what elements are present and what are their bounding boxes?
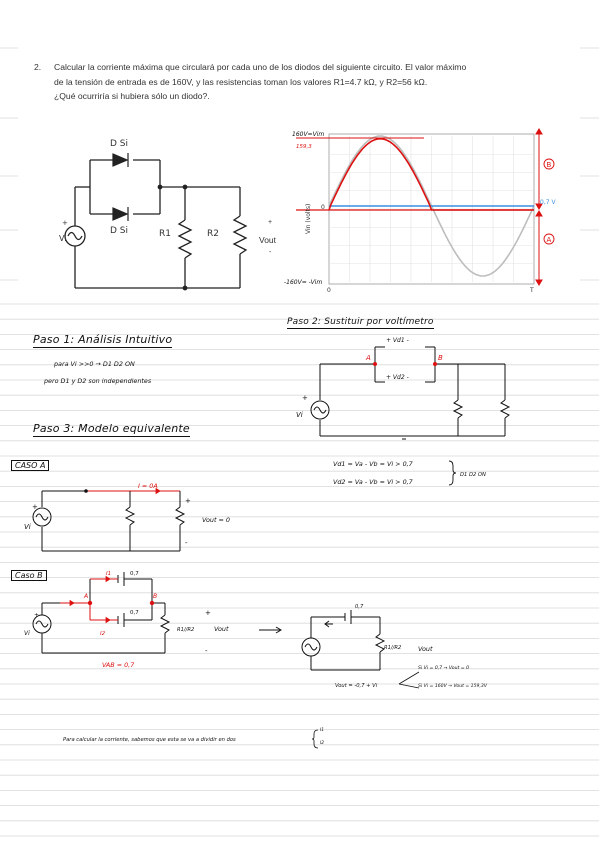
equiv-req: R1//R2 xyxy=(384,645,402,651)
caseB-i2: I2 xyxy=(100,631,106,637)
footer-text: Para calcular la corriente, sabemos que … xyxy=(63,737,236,743)
step2-vd2: + Vd2 - xyxy=(386,374,409,381)
vout-minus: - xyxy=(269,249,272,256)
circuit-diagram: D Si D Si R1 R2 Vi + xyxy=(59,139,248,291)
ylabel: Vin (volts) xyxy=(305,204,312,234)
footer-i1: I1 xyxy=(320,728,325,733)
caseB-plus: + xyxy=(34,612,39,619)
equiv-v07: 0,7 xyxy=(355,604,364,610)
caseB-v07b: 0,7 xyxy=(130,610,139,616)
label-b: B xyxy=(547,161,552,169)
caseA-vout: Vout = 0 xyxy=(202,516,230,524)
vin-plus: + xyxy=(62,219,68,227)
step2-title: Paso 2: Sustituir por voltímetro xyxy=(287,317,434,329)
vin-label: Vi xyxy=(59,234,67,243)
caseA-vout-plus: + xyxy=(185,497,191,505)
caseB-node-b: B xyxy=(153,593,157,600)
xT-label: T xyxy=(529,287,534,294)
caseB-node-a: A xyxy=(83,593,88,600)
caseB-vout-minus: - xyxy=(205,647,208,655)
x0-label: 0 xyxy=(327,287,331,294)
right-arrow xyxy=(259,626,282,634)
diode1-label: D Si xyxy=(110,139,128,149)
step1-line2: pero D1 y D2 son independientes xyxy=(44,377,152,385)
step2-circuit: A B + Vd1 - + Vd2 - Vi + xyxy=(296,337,511,440)
caseB-vout: Vout xyxy=(214,625,229,633)
footer-brace xyxy=(311,729,319,749)
branch-arrows xyxy=(398,671,420,689)
step2-vi: Vi xyxy=(296,411,303,419)
equiv-cond1: Si Vi = 0,7 → Vout = 0 xyxy=(418,666,470,671)
vout-label: Vout xyxy=(259,235,277,245)
zero-label: 0 xyxy=(321,204,325,211)
step2-node-b: B xyxy=(438,354,443,362)
equation-result: D1 D2 ON xyxy=(460,472,486,478)
caseB-v07a: 0,7 xyxy=(130,571,139,577)
label-b-circle xyxy=(543,158,555,170)
caseA-vi: Vi xyxy=(24,523,31,531)
caseB-title: Caso B xyxy=(11,570,47,581)
caseA-current: I = 0A xyxy=(138,482,158,490)
question-line-2: de la tensión de entrada es de 160V, y l… xyxy=(54,76,428,87)
peak-note: 159,3 xyxy=(296,144,312,150)
footer-i2: I2 xyxy=(320,741,325,746)
equation-brace xyxy=(448,460,457,486)
vout-plus: + xyxy=(268,219,273,226)
equiv-cond2: Si Vi = 160V → Vout = 159,3V xyxy=(418,684,487,689)
r1-label: R1 xyxy=(159,229,171,239)
equation-vd2: Vd2 = Va - Vb = Vi > 0,7 xyxy=(333,478,413,486)
equiv-vout-eq: Vout = -0,7 + Vi xyxy=(335,683,378,689)
question-line-1: Calcular la corriente máxima que circula… xyxy=(54,62,467,72)
ymin-label: -160V= -Vim xyxy=(284,279,322,286)
step2-vd1: + Vd1 - xyxy=(386,337,409,344)
label-a-circle xyxy=(543,233,555,245)
ymax-label: 160V=Vim xyxy=(292,131,324,138)
caseB-vi: Vi xyxy=(24,630,30,637)
question-number: 2. xyxy=(34,62,42,72)
step2-plus: + xyxy=(302,394,308,402)
step1-title: Paso 1: Análisis Intuitivo xyxy=(33,333,173,348)
step3-title: Paso 3: Modelo equivalente xyxy=(33,422,190,437)
caseA-circuit: Vi + + - xyxy=(24,487,191,552)
equiv-vout-label: Vout xyxy=(418,645,433,653)
diode2-label: D Si xyxy=(110,226,128,236)
label-a: A xyxy=(547,236,552,244)
caseB-vout-plus: + xyxy=(205,609,211,617)
waveform-plot: B A 0,7 V 160V=Vim 159,3 0 -160V= -Vim 0… xyxy=(284,128,556,294)
caseB-vab: VAB = 0,7 xyxy=(102,661,135,669)
caseB-req: R1//R2 xyxy=(177,627,195,633)
equation-vd1: Vd1 = Va - Vb = Vi > 0,7 xyxy=(333,460,413,468)
caseB-equivalent-circuit xyxy=(301,610,386,671)
caseB-circuit: I1 I2 0,7 0,7 A B Vi + + - xyxy=(24,571,211,655)
caseA-title: CASO A xyxy=(11,460,50,471)
caseA-plus: + xyxy=(32,503,38,511)
step2-node-a: A xyxy=(365,354,371,362)
step1-line1: para Vi >>0 → D1 D2 ON xyxy=(54,360,135,368)
question-line-3: ¿Qué ocurriría si hubiera sólo un diodo?… xyxy=(54,91,210,101)
caseA-vout-minus: - xyxy=(185,539,188,547)
r2-label: R2 xyxy=(207,229,219,239)
caseB-i1: I1 xyxy=(106,571,111,577)
vd-label: 0,7 V xyxy=(540,199,556,206)
